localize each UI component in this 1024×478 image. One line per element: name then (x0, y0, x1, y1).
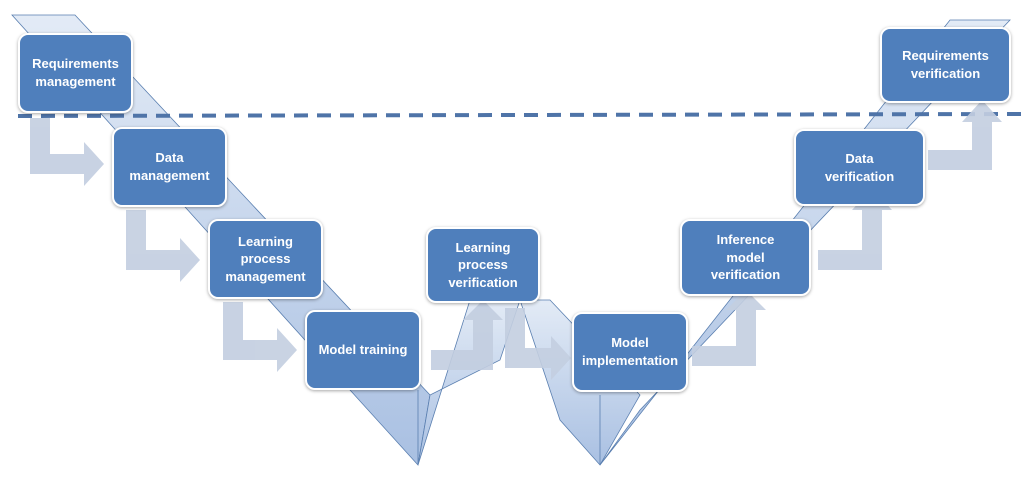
phase-model-training: Model training (305, 310, 421, 390)
arrow-down-right-2 (126, 210, 200, 282)
phase-label: Learning process management (225, 233, 306, 284)
phase-data-verification: Data verification (794, 129, 925, 206)
arrow-down-right-3 (223, 302, 297, 372)
rising-band-1 (417, 299, 521, 466)
phase-label: Requirements management (32, 56, 119, 89)
arrow-down-right-1 (30, 118, 104, 186)
phase-label: Inference model verification (710, 232, 781, 283)
dashed-divider (17, 112, 1023, 118)
arrow-right-up-3 (818, 188, 892, 270)
arrow-right-up-4 (928, 100, 1002, 170)
phase-label: Learning process verification (448, 239, 518, 290)
phase-requirements-management: Requirements management (18, 33, 133, 113)
arrow-right-up-2 (692, 290, 766, 366)
phase-inference-model-verification: Inference model verification (680, 219, 811, 296)
phase-data-management: Data management (112, 127, 227, 207)
phase-model-implementation: Model implementation (572, 312, 688, 392)
arrow-down-right-4 (505, 308, 571, 380)
phase-label: Requirements verification (902, 48, 989, 81)
phase-requirements-verification: Requirements verification (880, 27, 1011, 103)
phase-label: Data management (129, 150, 210, 183)
phase-label: Data verification (824, 150, 895, 184)
arrow-right-up-1 (431, 300, 503, 370)
phase-learning-process-verification: Learning process verification (426, 227, 540, 303)
phase-learning-process-management: Learning process management (208, 219, 323, 299)
phase-label: Model training (318, 342, 408, 358)
phase-label: Model implementation (581, 335, 679, 368)
